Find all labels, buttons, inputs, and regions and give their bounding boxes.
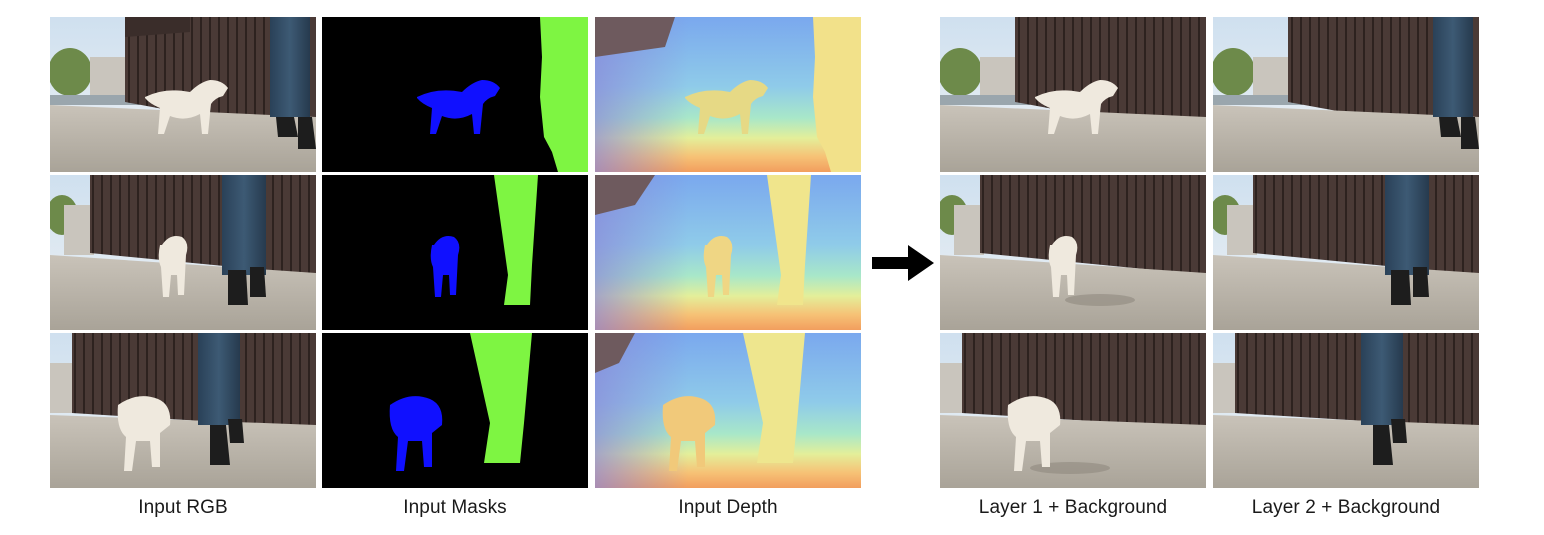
input-depth-frame-1 — [595, 17, 861, 172]
input-rgb-frame-2 — [50, 175, 316, 330]
caption-input-depth: Input Depth — [678, 497, 778, 518]
caption-layer1: Layer 1 + Background — [978, 497, 1168, 518]
caption-input-masks: Input Masks — [403, 497, 507, 518]
input-rgb-frame-1 — [50, 17, 316, 172]
layer2-frame-2 — [1213, 175, 1479, 330]
layer2-frame-3 — [1213, 333, 1479, 488]
caption-layer2: Layer 2 + Background — [1251, 497, 1441, 518]
input-masks-frame-3 — [322, 333, 588, 488]
layer1-frame-1 — [940, 17, 1206, 172]
layer1-frame-2 — [940, 175, 1206, 330]
right-arrow-icon — [872, 245, 934, 281]
input-masks-frame-1 — [322, 17, 588, 172]
input-depth-frame-3 — [595, 333, 861, 488]
caption-input-rgb: Input RGB — [138, 497, 228, 518]
layer2-frame-1 — [1213, 17, 1479, 172]
layer1-frame-3 — [940, 333, 1206, 488]
input-rgb-frame-3 — [50, 333, 316, 488]
input-depth-frame-2 — [595, 175, 861, 330]
input-masks-frame-2 — [322, 175, 588, 330]
